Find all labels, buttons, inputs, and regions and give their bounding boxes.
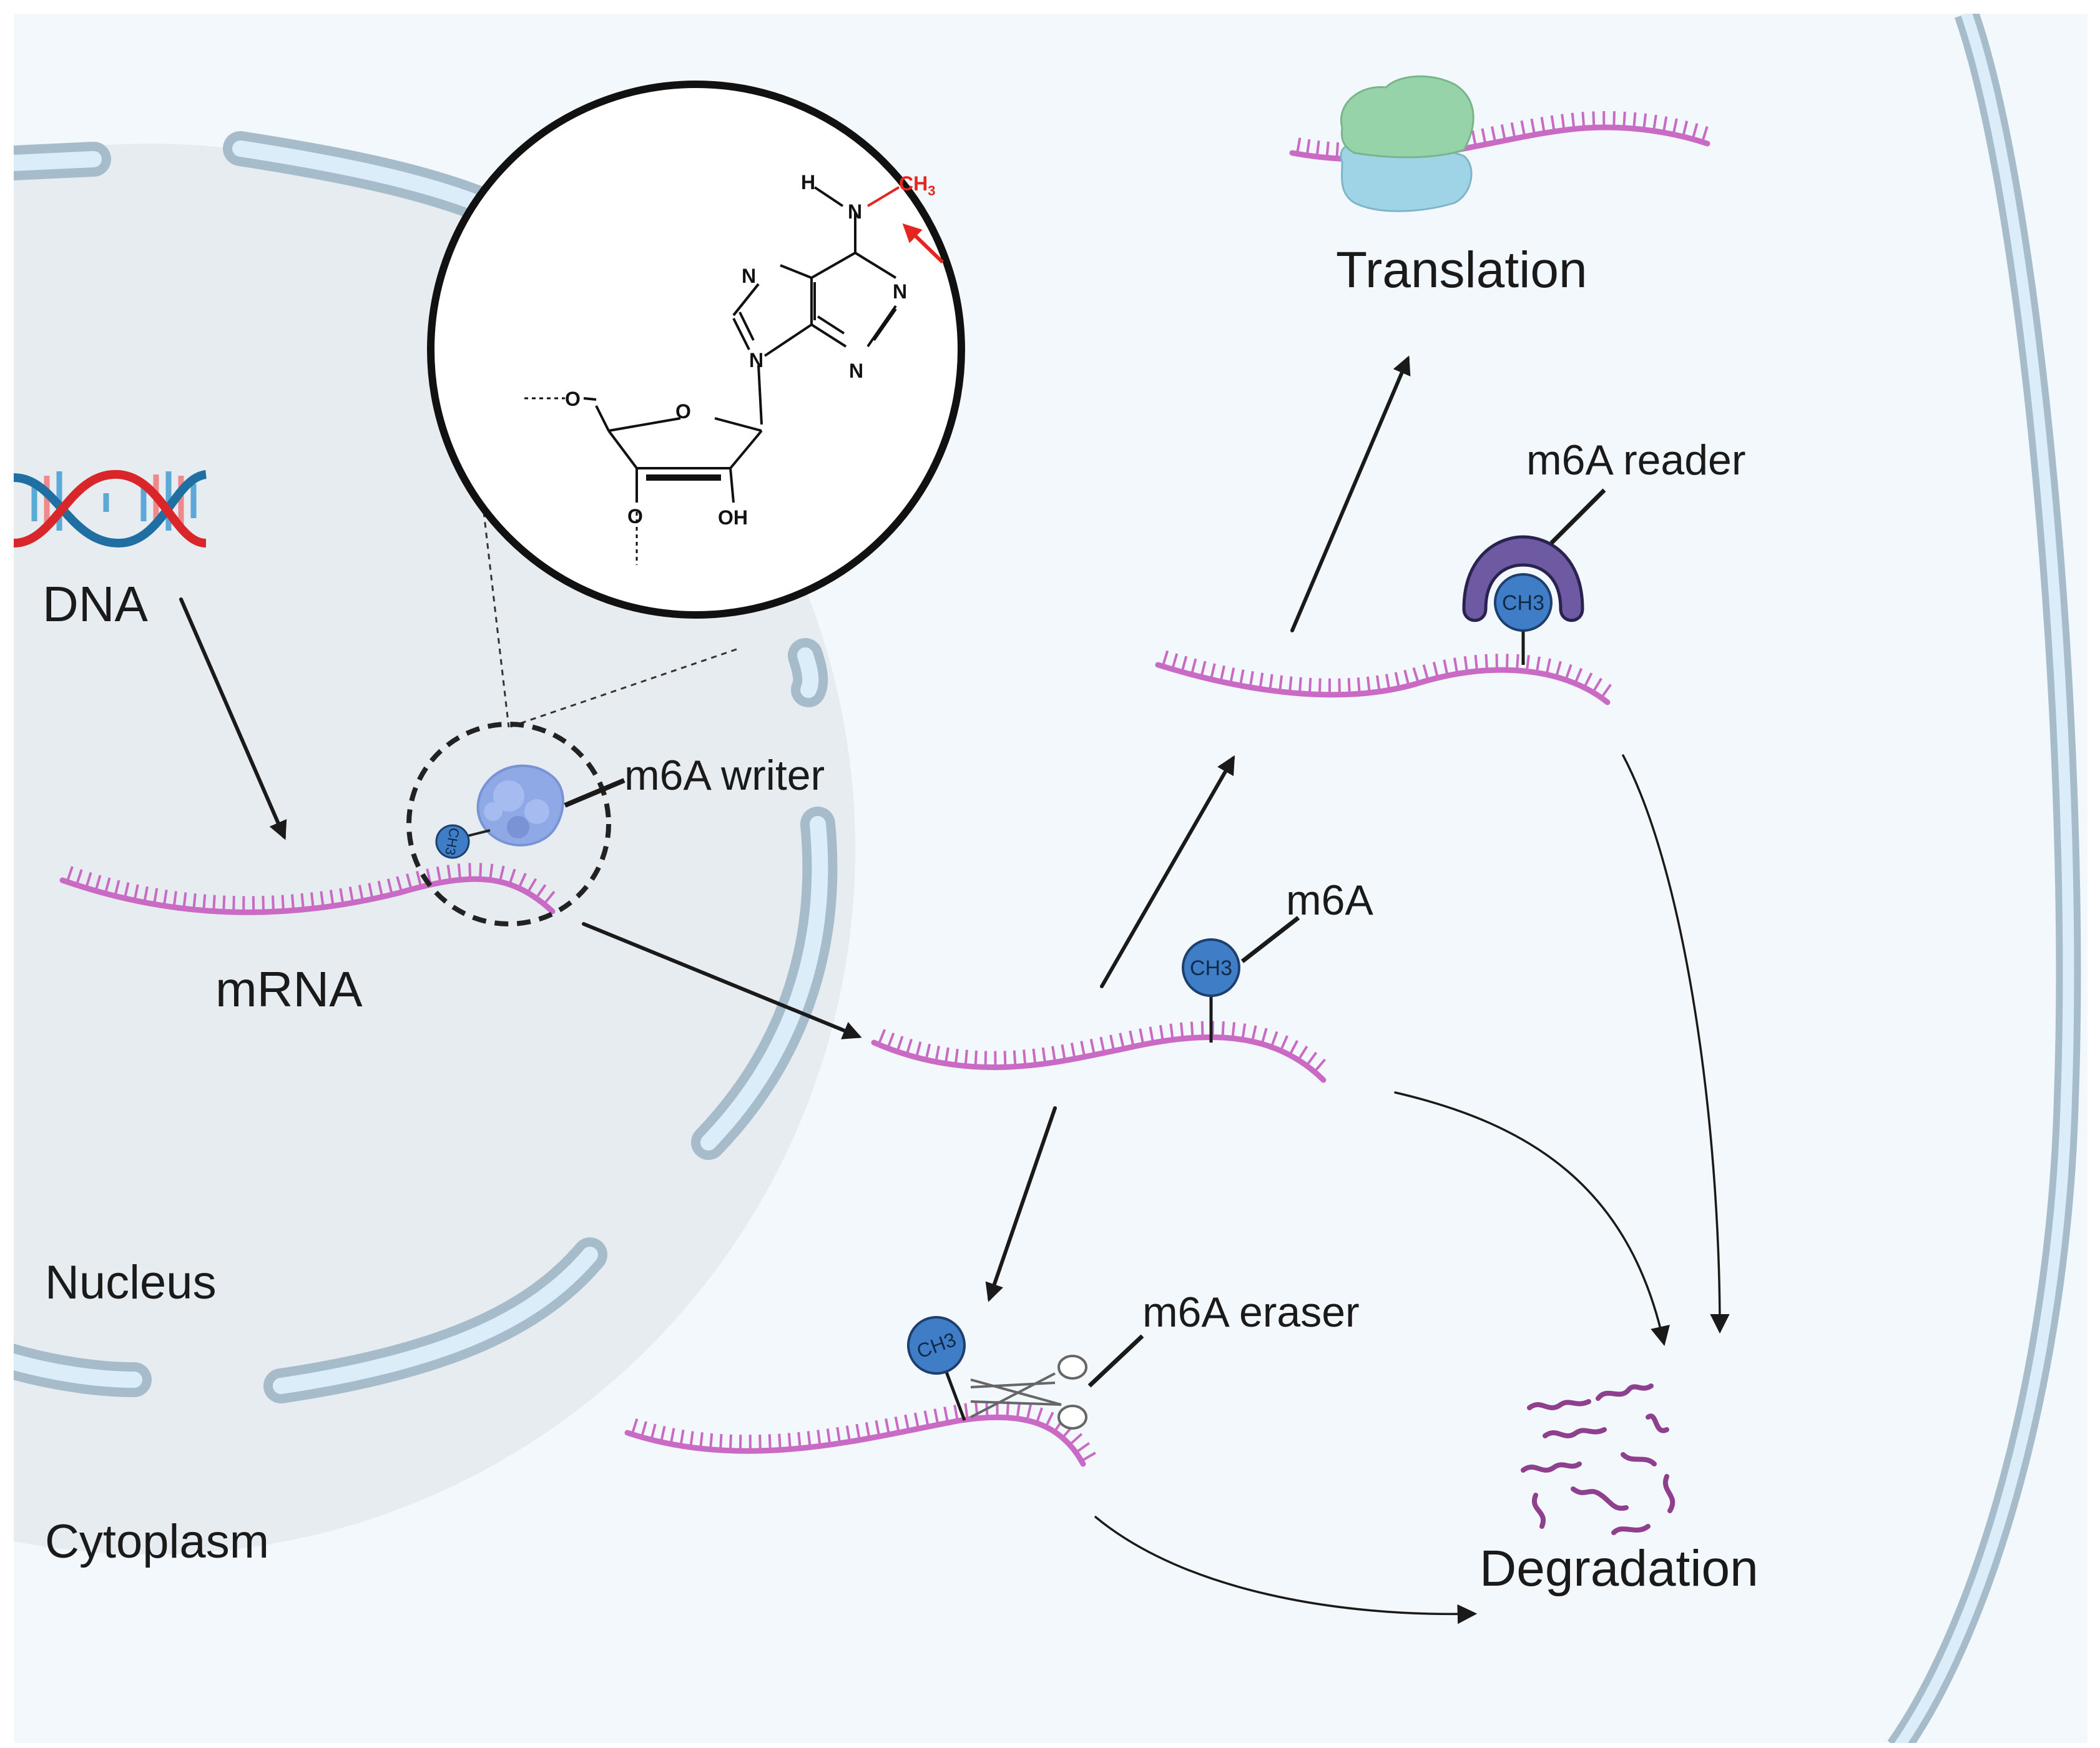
ribosome-icon xyxy=(1340,75,1474,212)
m6a-eraser-label: m6A eraser xyxy=(1142,1289,1360,1336)
m6a-mark: CH3 xyxy=(1182,916,1300,1043)
highlight-arrow xyxy=(902,223,945,264)
arrow-eraser-to-degradation xyxy=(1094,1516,1478,1624)
mrna-strand-nucleus xyxy=(59,863,556,915)
atom-h: H xyxy=(801,171,815,194)
m6a-writer-label: m6A writer xyxy=(624,752,825,799)
arrow-m6a-to-degradation xyxy=(1394,1091,1670,1347)
atom-o-ring: O xyxy=(675,400,691,423)
mrna-strand-eraser xyxy=(624,1401,1096,1467)
atom-n-3: N xyxy=(849,360,863,382)
arrow-dna-to-mrna xyxy=(179,597,287,840)
atom-n-amine: N xyxy=(848,200,862,223)
atom-n-9: N xyxy=(749,349,763,371)
arrow-to-eraser xyxy=(985,1106,1057,1302)
zoom-region-circle xyxy=(406,722,611,926)
nucleus-label: Nucleus xyxy=(45,1256,217,1309)
reader-callout-line xyxy=(1549,488,1606,545)
dna-label: DNA xyxy=(42,576,149,632)
atom-o-3prime: O xyxy=(627,505,643,528)
cytoplasm-label: Cytoplasm xyxy=(45,1515,269,1568)
writer-methyl-stem xyxy=(464,829,491,838)
scissors-icon xyxy=(970,1355,1087,1430)
arrow-to-reader xyxy=(1100,755,1235,988)
m6a-structure-zoom: H N CH3 N N N N O O O OH xyxy=(427,81,965,619)
writer-callout-line xyxy=(564,778,626,808)
atom-n-7: N xyxy=(742,265,756,287)
degraded-rna-icon xyxy=(1521,1383,1676,1535)
eraser-methyl-tag: CH3 xyxy=(907,1316,966,1421)
flow-arrows xyxy=(179,355,1730,1624)
m6a-label: m6A xyxy=(1286,876,1373,924)
mrna-strand-reader xyxy=(1155,650,1612,705)
atom-oh: OH xyxy=(718,506,748,529)
mrna-strand-m6a xyxy=(871,1021,1327,1083)
eraser-callout-line xyxy=(1087,1334,1144,1388)
methyl-group-label: CH3 xyxy=(899,172,935,199)
arrow-reader-to-degradation xyxy=(1622,754,1730,1334)
reader-tag-text: CH3 xyxy=(1502,591,1544,615)
m6a-writer-protein-icon xyxy=(476,764,564,847)
m6a-reader-label: m6A reader xyxy=(1526,436,1746,484)
writer-methyl-tag: CH3 xyxy=(435,824,470,859)
atom-n-1: N xyxy=(893,280,907,303)
arrow-export xyxy=(582,922,862,1039)
arrow-to-translation xyxy=(1290,355,1411,632)
degradation-label: Degradation xyxy=(1479,1540,1759,1597)
m6a-callout-line xyxy=(1240,916,1300,963)
m6a-reader-protein-icon: CH3 xyxy=(1462,488,1606,665)
mrna-label: mRNA xyxy=(215,961,363,1017)
translation-label: Translation xyxy=(1336,242,1587,298)
m6a-tag-text: CH3 xyxy=(1190,956,1232,980)
dna-helix-icon xyxy=(14,469,207,548)
cell-membrane xyxy=(1887,14,2081,1743)
atom-o-5prime: O xyxy=(565,388,581,410)
